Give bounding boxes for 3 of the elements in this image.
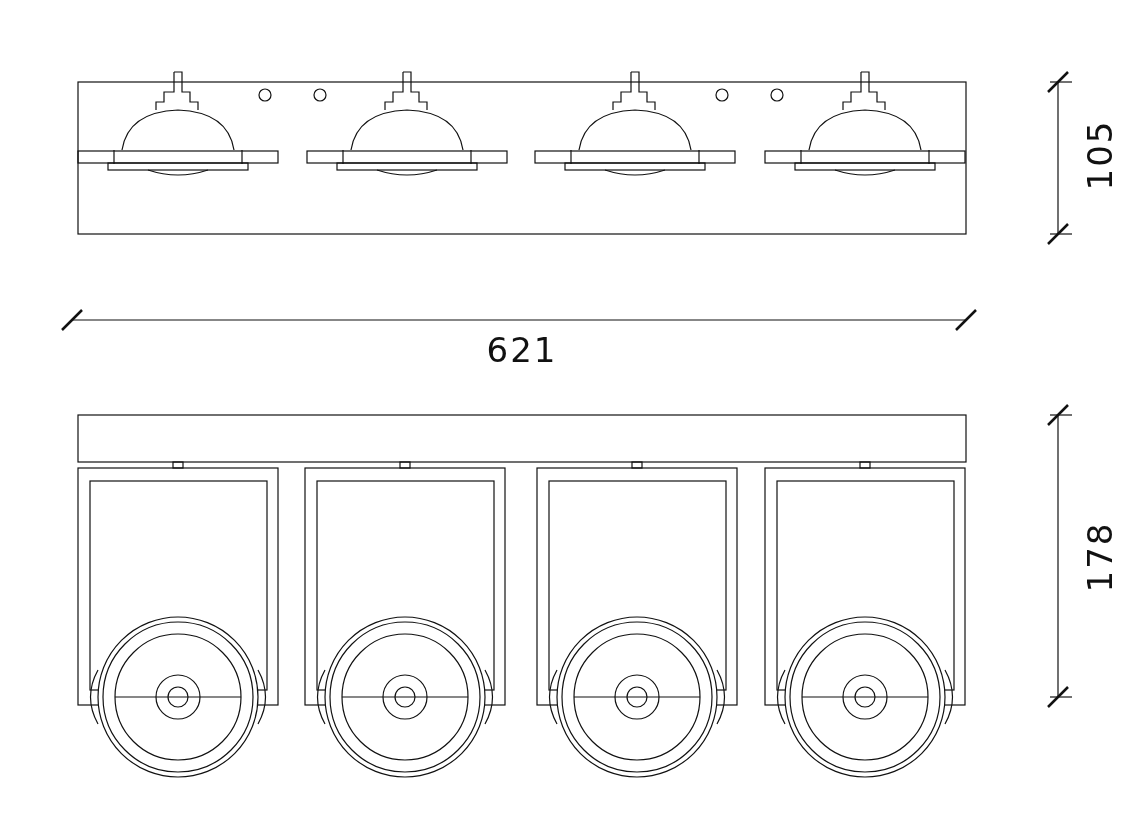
dimension-label: 621 <box>486 333 558 367</box>
dimension-label: 105 <box>1083 119 1117 191</box>
dimension-label: 178 <box>1083 521 1117 593</box>
